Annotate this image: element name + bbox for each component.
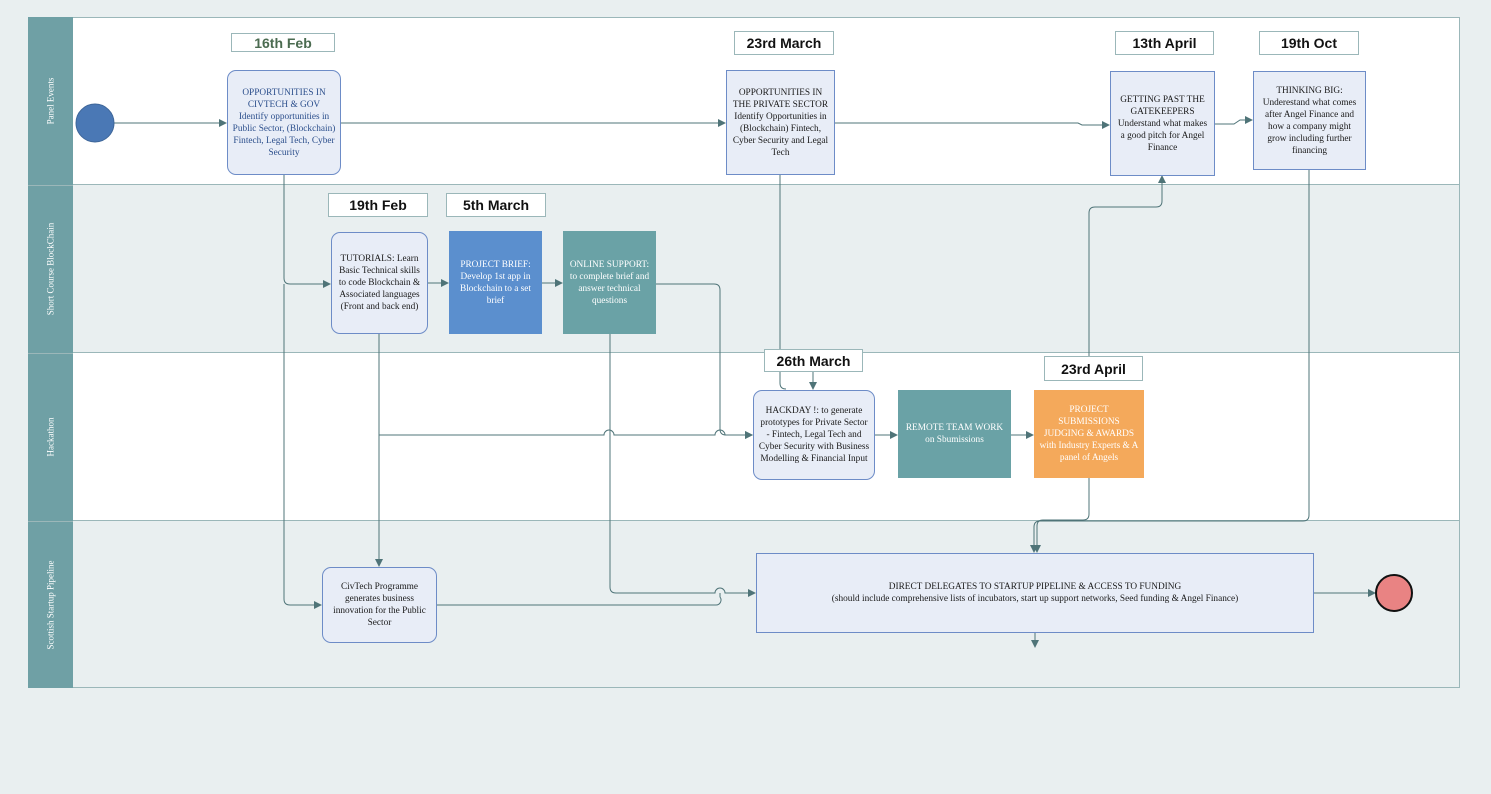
connector-civtech-to-tutorials	[283, 175, 331, 288]
box-hackday[interactable]: HACKDAY !: to generate prototypes for Pr…	[753, 390, 875, 480]
date-23rd-april: 23rd April	[1044, 356, 1143, 381]
lane-short-course	[28, 185, 1460, 353]
connector-submissions-to-gatekeepers	[1088, 175, 1166, 356]
start-event	[75, 103, 115, 143]
lane-header-divider	[28, 185, 73, 186]
box-civtech-programme-text: CivTech Programme generates business inn…	[333, 582, 426, 628]
box-thinking-big-text: THINKING BIG: Underestand what comes aft…	[1262, 85, 1357, 156]
box-direct-title: DIRECT DELEGATES TO STARTUP PIPELINE & A…	[888, 582, 1182, 592]
box-project-brief[interactable]: PROJECT BRIEF: Develop 1st app in Blockc…	[449, 231, 542, 334]
date-19th-oct: 19th Oct	[1259, 31, 1359, 55]
box-project-brief-text: PROJECT BRIEF: Develop 1st app in Blockc…	[460, 259, 531, 306]
date-16th-feb: 16th Feb	[231, 33, 335, 52]
box-civtech-programme[interactable]: CivTech Programme generates business inn…	[322, 567, 437, 643]
box-gatekeepers-title: GETTING PAST THE GATEKEEPERS	[1120, 94, 1205, 117]
box-private-title: OPPORTUNITIES IN THE PRIVATE SECTOR	[732, 87, 829, 110]
box-gatekeepers-body: Understand what makes a good pitch for A…	[1117, 118, 1208, 153]
box-remote-team-work[interactable]: REMOTE TEAM WORK on Sbumissions	[898, 390, 1011, 478]
date-19th-feb: 19th Feb	[328, 193, 428, 217]
lane-hackathon	[28, 353, 1460, 521]
connector-civtech-to-programme	[283, 284, 322, 609]
lane-header-divider	[28, 521, 73, 522]
box-thinking-big[interactable]: THINKING BIG: Underestand what comes aft…	[1253, 71, 1366, 170]
box-submissions-body: with Industry Experts & A panel of Angel…	[1039, 441, 1139, 463]
box-submissions-title: PROJECT SUBMISSIONS JUDGING & AWARDS	[1043, 405, 1135, 439]
lane-header-column	[28, 17, 73, 688]
end-event	[1375, 574, 1413, 612]
box-online-support-text: ONLINE SUPPORT: to complete brief and an…	[569, 259, 650, 306]
connector-support-to-hackday	[656, 283, 753, 439]
connector-gatekeepers-to-thinking	[1215, 116, 1253, 125]
connector-tutorials-to-hackday	[379, 429, 753, 439]
connector-private-to-hackday	[779, 175, 787, 390]
connector-submissions-to-direct	[1033, 478, 1090, 553]
box-remote-team-text: REMOTE TEAM WORK on Sbumissions	[905, 423, 1004, 445]
box-hackday-text: HACKDAY !: to generate prototypes for Pr…	[758, 406, 870, 464]
date-13th-april: 13th April	[1115, 31, 1214, 55]
box-private-body: Identify Opportunities in (Blockchain) F…	[732, 111, 829, 158]
connector-private-to-gatekeepers	[835, 121, 1110, 129]
box-tutorials-text: TUTORIALS: Learn Basic Technical skills …	[338, 254, 421, 312]
date-26th-march: 26th March	[764, 349, 863, 372]
box-online-support[interactable]: ONLINE SUPPORT: to complete brief and an…	[563, 231, 656, 334]
lane-header-divider	[28, 353, 73, 354]
connector-programme-to-direct	[437, 593, 722, 606]
connector-thinking-to-direct	[1030, 170, 1310, 553]
date-5th-march: 5th March	[446, 193, 546, 217]
connector-support-to-direct	[609, 334, 756, 597]
box-civtech-title: OPPORTUNITIES IN CIVTECH & GOV	[242, 87, 326, 110]
box-civtech-body: Identify opportunities in Public Sector,…	[232, 111, 336, 158]
box-tutorials[interactable]: TUTORIALS: Learn Basic Technical skills …	[331, 232, 428, 334]
date-23rd-march: 23rd March	[734, 31, 834, 55]
box-direct-delegates[interactable]: DIRECT DELEGATES TO STARTUP PIPELINE & A…	[756, 553, 1314, 633]
box-direct-body: (should include comprehensive lists of i…	[831, 594, 1239, 604]
